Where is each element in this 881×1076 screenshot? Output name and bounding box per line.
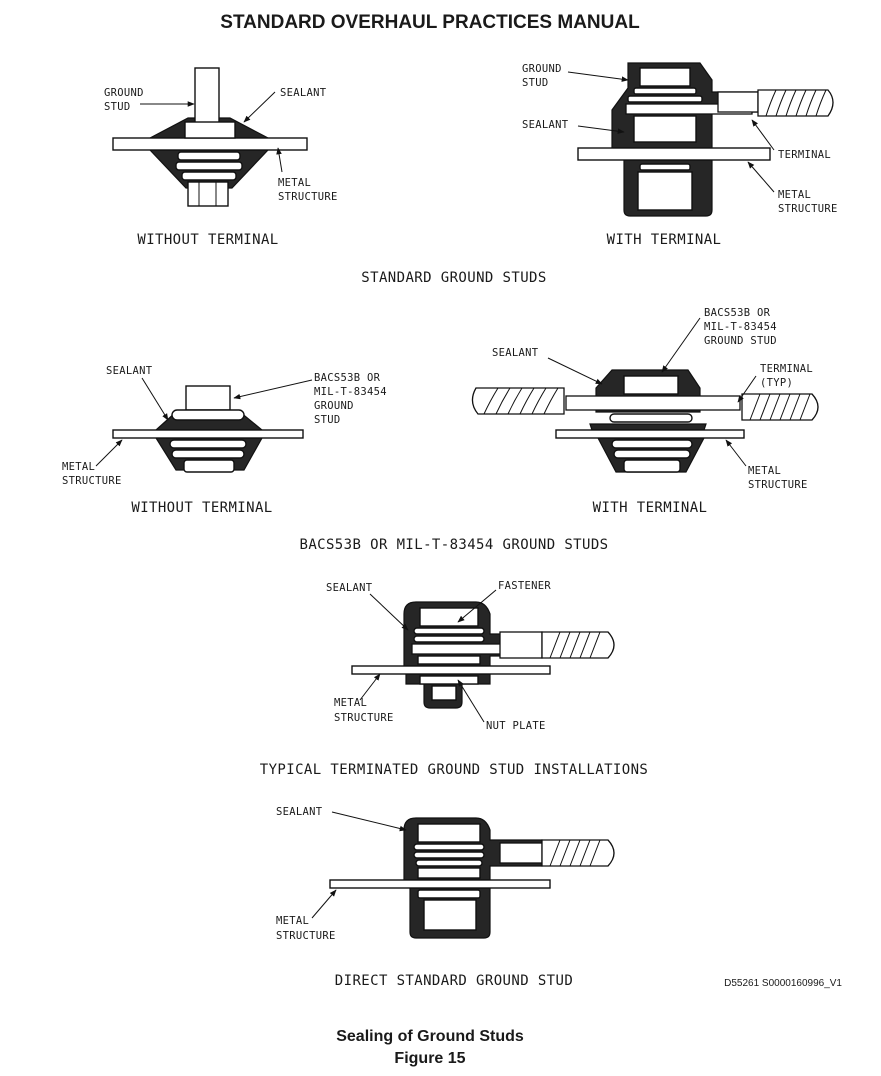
label-sealant: SEALANT [522, 119, 569, 131]
label-ground-stud: STUD [522, 77, 549, 89]
caption-without-terminal: WITHOUT TERMINAL [137, 232, 278, 248]
label-metal-structure: STRUCTURE [778, 203, 838, 215]
label-bacs53b-stud: BACS53B OR [314, 372, 381, 384]
diagram-standard-stud-with-terminal [567, 62, 834, 217]
figure-number: Figure 15 [394, 1050, 465, 1067]
label-nut-plate: NUT PLATE [486, 720, 546, 732]
caption-with-terminal: WITH TERMINAL [607, 232, 722, 248]
figure-title: Sealing of Ground Studs [336, 1028, 524, 1045]
diagram-typical-terminated-installation [351, 589, 615, 723]
label-terminal: TERMINAL [778, 149, 831, 161]
label-metal-structure: METAL [778, 189, 811, 201]
section-title-bacs53b-ground-studs: BACS53B OR MIL-T-83454 GROUND STUDS [299, 537, 608, 553]
label-ground-stud: GROUND [104, 87, 144, 99]
caption-without-terminal: WITHOUT TERMINAL [131, 500, 272, 516]
section-title-direct-standard: DIRECT STANDARD GROUND STUD [335, 973, 573, 989]
label-sealant: SEALANT [492, 347, 539, 359]
label-metal-structure: METAL [334, 697, 367, 709]
label-metal-structure: STRUCTURE [62, 475, 122, 487]
label-terminal: TERMINAL [760, 363, 813, 375]
label-bacs53b-stud: STUD [314, 414, 341, 426]
label-bacs53b-stud: MIL-T-83454 [704, 321, 777, 333]
label-metal-structure: METAL [748, 465, 781, 477]
label-sealant: SEALANT [326, 582, 373, 594]
label-fastener: FASTENER [498, 580, 551, 592]
label-ground-stud: GROUND [522, 63, 562, 75]
diagram-bacs53b-stud-with-terminal [471, 317, 819, 473]
label-metal-structure: STRUCTURE [276, 930, 336, 942]
diagram-standard-stud-without-terminal [112, 67, 308, 207]
label-metal-structure: METAL [62, 461, 95, 473]
diagram-bacs53b-stud-without-terminal [95, 377, 313, 473]
label-metal-structure: METAL [276, 915, 309, 927]
label-sealant: SEALANT [276, 806, 323, 818]
label-sealant: SEALANT [280, 87, 327, 99]
label-bacs53b-stud: MIL-T-83454 [314, 386, 387, 398]
label-ground-stud: STUD [104, 101, 131, 113]
label-sealant: SEALANT [106, 365, 153, 377]
caption-with-terminal: WITH TERMINAL [593, 500, 708, 516]
drawing-reference: D55261 S0000160996_V1 [724, 978, 842, 989]
section-title-typical-terminated: TYPICAL TERMINATED GROUND STUD INSTALLAT… [260, 762, 648, 778]
diagram-direct-standard-stud [311, 811, 615, 939]
label-metal-structure: STRUCTURE [334, 712, 394, 724]
section-title-standard-ground-studs: STANDARD GROUND STUDS [361, 270, 546, 286]
label-terminal: (TYP) [760, 377, 793, 389]
label-metal-structure: STRUCTURE [278, 191, 338, 203]
label-bacs53b-stud: BACS53B OR [704, 307, 771, 319]
manual-title: STANDARD OVERHAUL PRACTICES MANUAL [220, 12, 640, 33]
label-bacs53b-stud: GROUND [314, 400, 354, 412]
label-bacs53b-stud: GROUND STUD [704, 335, 777, 347]
label-metal-structure: STRUCTURE [748, 479, 808, 491]
label-metal-structure: METAL [278, 177, 311, 189]
